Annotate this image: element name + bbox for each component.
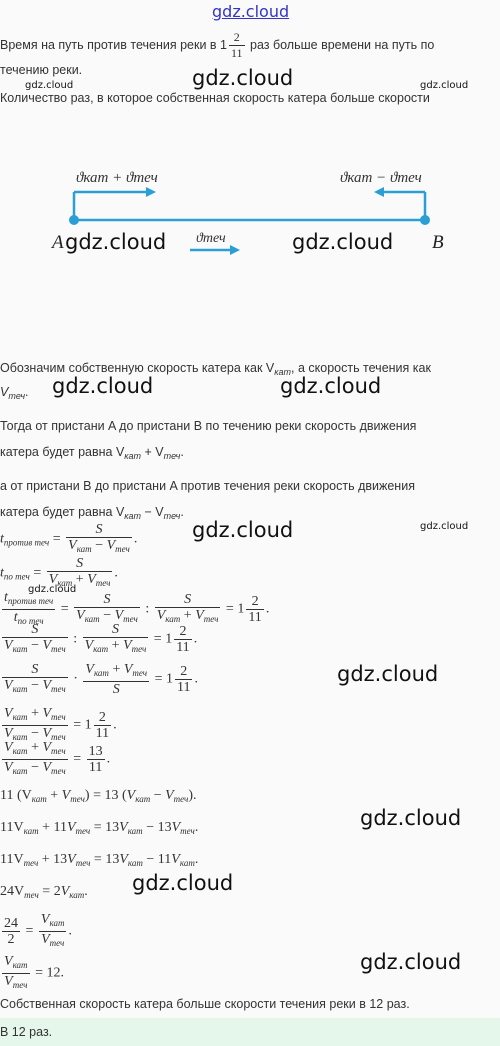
watermark-big: gdz.cloud <box>337 662 439 686</box>
answer-text: В 12 раз. <box>0 1025 53 1039</box>
watermark-small: gdz.cloud <box>28 584 77 595</box>
watermark-big: gdz.cloud <box>360 950 462 974</box>
watermark-big: gdz.cloud <box>65 230 167 254</box>
paragraph-2b: катера будет равна Vкат + Vтеч. <box>0 445 184 461</box>
watermark-big: gdz.cloud <box>360 806 462 830</box>
formula-cross-multiply: 11 (Vкат + Vтеч) = 13 (Vкат − Vтеч). <box>0 788 197 804</box>
watermark-small: gdz.cloud <box>420 80 469 91</box>
watermark-big: gdz.cloud <box>52 374 154 398</box>
watermark-big: gdz.cloud <box>132 871 234 895</box>
formula-rearrange: 11Vтеч + 13Vтеч = 13Vкат − 11Vкат. <box>0 852 199 868</box>
watermark-small: gdz.cloud <box>25 80 74 91</box>
answer-box: В 12 раз. <box>0 1018 500 1046</box>
label-left-top: ϑкат + ϑтеч <box>76 170 158 186</box>
formula-expand: 11Vкат + 11Vтеч = 13Vкат − 13Vтеч. <box>0 820 199 836</box>
intro-line-3: Количество раз, в которое собственная ск… <box>0 91 430 105</box>
paragraph-3b: катера будет равна Vкат − Vтеч. <box>0 505 184 521</box>
paragraph-3a: а от пристани B до пристани A против теч… <box>0 479 415 493</box>
mixed-numerator: 2 <box>228 30 245 46</box>
watermark-big: gdz.cloud <box>192 518 294 542</box>
paragraph-1b: Vтеч. <box>0 385 29 401</box>
conclusion: Собственная скорость катера больше скоро… <box>0 997 410 1011</box>
paragraph-1a: Обозначим собственную скорость катера ка… <box>0 361 431 377</box>
watermark-big: gdz.cloud <box>280 374 382 398</box>
label-right-top: ϑкат − ϑтеч <box>340 170 422 186</box>
formula-collect: 24Vтеч = 2Vкат. <box>0 884 88 900</box>
watermark-top[interactable]: gdz.cloud <box>212 2 290 21</box>
motion-diagram: ϑкат + ϑтеч ϑкат − ϑтеч ϑтеч A B <box>50 170 444 255</box>
point-a: A <box>50 232 64 253</box>
watermark-big: gdz.cloud <box>292 230 394 254</box>
label-bottom: ϑтеч <box>196 231 226 246</box>
point-b: B <box>432 232 444 253</box>
paragraph-2a: Тогда от пристани A до пристани B по теч… <box>0 419 417 433</box>
intro-line-2: течению реки. <box>0 63 83 77</box>
watermark-big: gdz.cloud <box>192 66 294 90</box>
mixed-denominator: 11 <box>230 46 243 60</box>
watermark-small: gdz.cloud <box>420 521 469 532</box>
